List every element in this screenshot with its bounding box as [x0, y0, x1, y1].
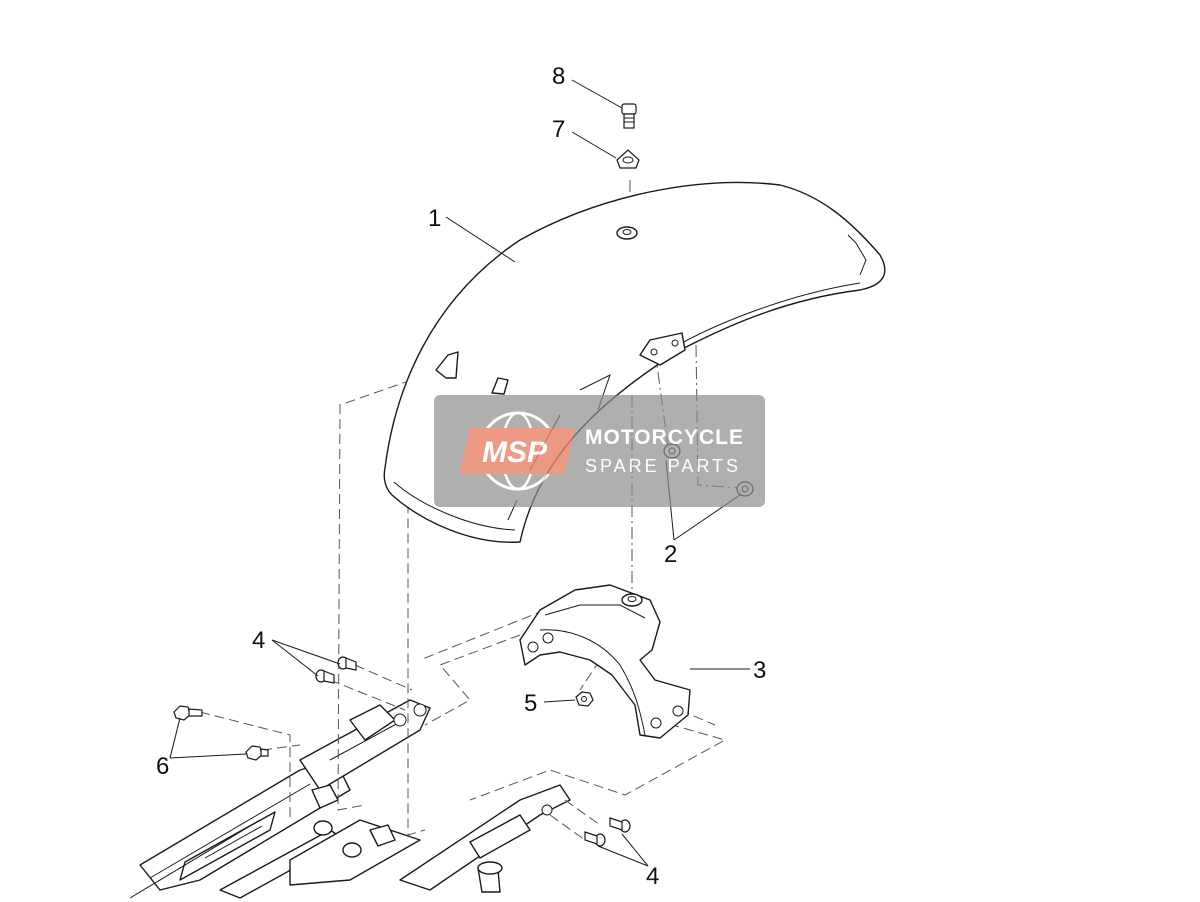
frame	[129, 699, 571, 899]
callout-4-upper: 4	[252, 627, 265, 654]
nut-5	[575, 691, 594, 707]
washer-7	[616, 149, 640, 169]
callout-2: 2	[664, 541, 677, 568]
bolt-4a	[337, 656, 357, 671]
watermark: MSP MOTORCYCLE SPARE PARTS	[434, 395, 765, 507]
screw-6b	[245, 745, 269, 761]
screw-6a	[173, 705, 203, 721]
callout-7: 7	[552, 116, 565, 143]
callout-3: 3	[753, 657, 766, 684]
watermark-panel	[434, 395, 765, 507]
watermark-logo-badge	[460, 428, 575, 474]
watermark-logo: MSP	[482, 436, 548, 469]
bolt-4b	[315, 669, 335, 684]
callout-5: 5	[524, 690, 537, 717]
callout-labels: 8 7 1 2 3 4 5 6 4	[156, 63, 766, 890]
screw-8	[621, 103, 637, 129]
callout-8: 8	[552, 63, 565, 90]
watermark-line-1: MOTORCYCLE	[585, 426, 744, 449]
callout-6: 6	[156, 753, 169, 780]
watermark-line-2: SPARE PARTS	[585, 456, 741, 476]
bolt-4d	[584, 831, 606, 847]
mudguard-bracket	[519, 584, 691, 739]
callout-4-lower: 4	[646, 863, 659, 890]
callout-1: 1	[428, 205, 441, 232]
bolt-4c	[609, 817, 631, 833]
